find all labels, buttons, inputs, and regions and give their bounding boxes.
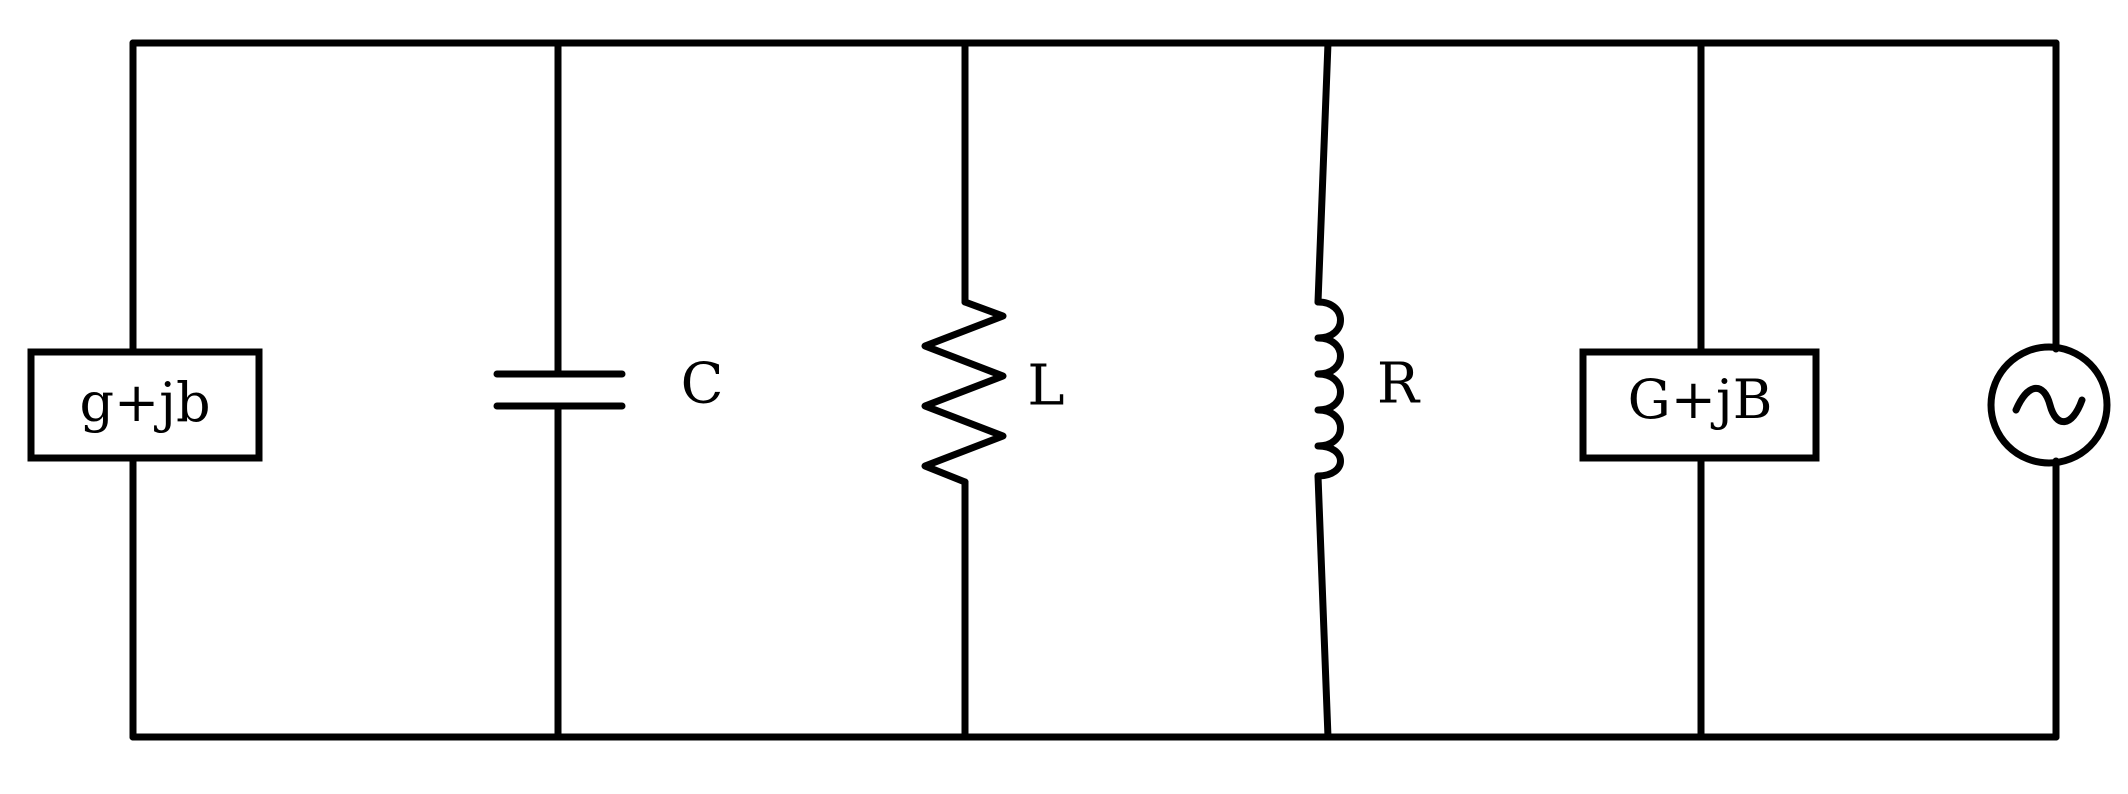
zigzag-symbol <box>921 298 1007 486</box>
load-left-box <box>27 348 263 462</box>
branch-ac-source <box>1987 39 2111 741</box>
branch-zigzag: L <box>921 39 1065 741</box>
coil-wire-bottom <box>1314 472 1332 741</box>
ac-source-circle <box>1987 343 2111 467</box>
branch-coil: R <box>1314 39 1421 741</box>
load-left-label: g+jb <box>79 371 210 434</box>
coil-symbol <box>1314 298 1344 480</box>
capacitor-label: C <box>681 352 724 417</box>
load-right-label: G+jB <box>1628 368 1773 431</box>
branch-load-left: g+jb <box>27 39 263 741</box>
ac-source-icon <box>1987 343 2111 467</box>
branch-capacitor: C <box>493 39 724 741</box>
branch-load-right: G+jB <box>1579 39 1820 741</box>
coil-label: R <box>1377 352 1421 417</box>
load-right-box <box>1579 348 1820 462</box>
ac-source-sine <box>2012 384 2086 426</box>
coil-wire-top <box>1314 39 1332 306</box>
zigzag-label: L <box>1027 354 1064 419</box>
